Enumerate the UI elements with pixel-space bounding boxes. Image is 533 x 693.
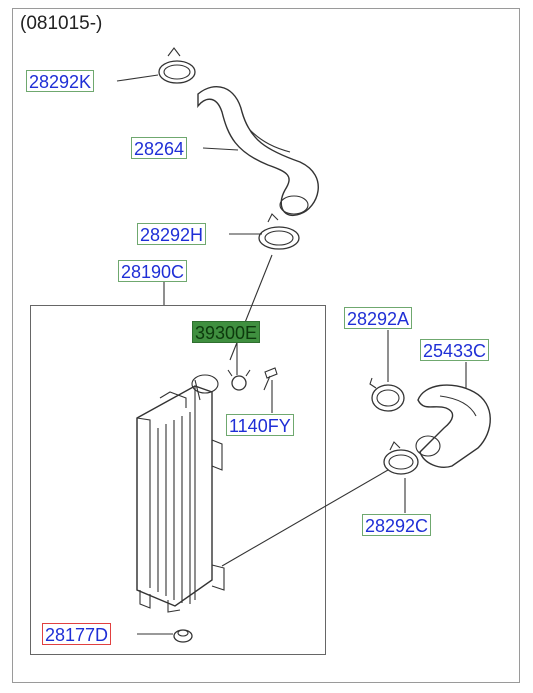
- part-label-1140FY[interactable]: 1140FY: [226, 414, 294, 436]
- diagram-frame: [12, 8, 520, 683]
- part-label-39300E[interactable]: 39300E: [192, 321, 261, 343]
- hose-28264-shape: [197, 85, 319, 217]
- date-range-label: (081015-): [20, 13, 103, 34]
- clamp-28292K-shape: [158, 60, 196, 84]
- part-label-28177D[interactable]: 28177D: [42, 623, 112, 645]
- sensor-39300E-shape: [231, 375, 247, 391]
- hose-25433C-shape: [417, 384, 491, 468]
- part-label-25433C[interactable]: 25433C: [420, 339, 490, 361]
- part-label-28292A[interactable]: 28292A: [344, 307, 413, 329]
- bolt-1140FY-shape: [263, 367, 278, 391]
- part-label-28190C[interactable]: 28190C: [118, 260, 188, 282]
- part-label-28292H[interactable]: 28292H: [137, 223, 207, 245]
- clamp-28292C-shape: [383, 449, 419, 475]
- part-label-28264[interactable]: 28264: [131, 137, 188, 159]
- intercooler-assembly-box: [30, 305, 326, 655]
- part-label-28292K[interactable]: 28292K: [26, 70, 95, 92]
- clamp-28292A-shape: [371, 384, 405, 412]
- part-label-28292C[interactable]: 28292C: [362, 514, 432, 536]
- clamp-28292H-shape: [258, 226, 300, 250]
